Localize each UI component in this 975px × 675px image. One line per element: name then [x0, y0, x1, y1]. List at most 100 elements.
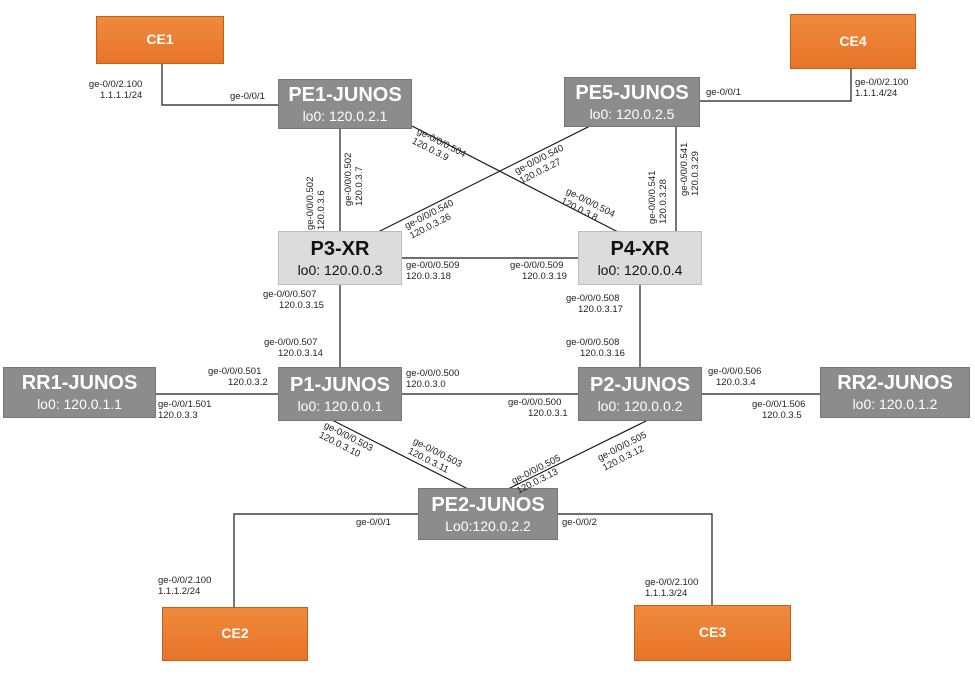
- ce3-interface-label: ge-0/0/2.100 1.1.1.3/24: [645, 577, 698, 600]
- pe1-p3-label-pe1-address: 120.0.3.7: [354, 166, 366, 206]
- rr1-p1-label-p1-address: 120.0.3.2: [228, 377, 268, 389]
- link-p1-pe2: [331, 419, 469, 490]
- pe5-ce4-label: ge-0/0/1: [706, 87, 741, 98]
- rr1-p1-label-rr1-interface: ge-0/0/1.501: [158, 399, 212, 410]
- p3-p1-label-p1-address: 120.0.3.14: [278, 348, 323, 360]
- ce3-node: CE3: [634, 605, 791, 661]
- pe5-p4-label-p4-address: 120.0.3.28: [658, 179, 670, 224]
- pe1-ce1-label: ge-0/0/1: [230, 91, 265, 102]
- p4-node: P4-XR lo0: 120.0.0.4: [578, 231, 702, 285]
- p2-loopback: lo0: 120.0.0.2: [597, 397, 683, 414]
- pe1-p3-label-pe1-interface: ge-0/0/0.502: [343, 152, 354, 206]
- p3-p4-label-p4-address: 120.0.3.19: [522, 271, 567, 283]
- ce2-interface-label: ge-0/0/2.100 1.1.1.2/24: [158, 575, 211, 598]
- p1-p2-label-p1-address: 120.0.3.0: [406, 379, 446, 391]
- p3-p4-label-p3-address: 120.0.3.18: [406, 271, 451, 283]
- pe1-node: PE1-JUNOS lo0: 120.0.2.1: [278, 79, 412, 129]
- rr1-loopback: lo0: 120.0.1.1: [37, 396, 122, 413]
- p3-loopback: lo0: 120.0.0.3: [297, 261, 383, 278]
- pe1-p3-label-p3: ge-0/0/0.502 120.0.3.6: [305, 177, 328, 230]
- p2-rr2-label-rr2: ge-0/0/1.506 120.0.3.5: [752, 399, 805, 422]
- ce4-ip: 1.1.1.4/24: [855, 88, 898, 100]
- rr2-name: RR2-JUNOS: [837, 372, 953, 395]
- pe2-loopback: Lo0:120.0.2.2: [445, 517, 531, 534]
- pe2-node: PE2-JUNOS Lo0:120.0.2.2: [418, 488, 558, 540]
- rr1-p1-label-rr1-address: 120.0.3.3: [158, 410, 198, 422]
- p1-loopback: lo0: 120.0.0.1: [297, 397, 383, 414]
- link-p2-pe2: [507, 419, 649, 490]
- p3-p1-label-p1-interface: ge-0/0/0.507: [264, 337, 318, 348]
- ce2-node: CE2: [162, 607, 308, 661]
- pe5-p4-label-pe5-interface: ge-0/0/0.541: [679, 142, 690, 196]
- p4-p2-label-p2: ge-0/0/0.508 120.0.3.16: [566, 337, 625, 360]
- pe2-ce3-label-interface: ge-0/0/2: [562, 517, 597, 528]
- ce3-interface-label-interface: ge-0/0/2.100: [645, 577, 699, 588]
- p4-p2-label-p4-address: 120.0.3.17: [578, 304, 623, 316]
- p2-rr2-label-rr2-address: 120.0.3.5: [762, 410, 802, 422]
- pe2-ce2-label: ge-0/0/1: [356, 517, 391, 528]
- pe1-ce1-label-interface: ge-0/0/1: [230, 91, 265, 102]
- p3-p4-label-p3: ge-0/0/0.509 120.0.3.18: [406, 260, 459, 283]
- p2-node: P2-JUNOS lo0: 120.0.0.2: [578, 367, 702, 421]
- p4-loopback: lo0: 120.0.0.4: [597, 261, 683, 278]
- ce4-if: ge-0/0/2.100: [855, 77, 909, 88]
- p2-name: P2-JUNOS: [589, 373, 691, 396]
- link-pe2-ce2: [233, 513, 418, 608]
- rr1-p1-label-p1-interface: ge-0/0/0.501: [208, 366, 262, 377]
- p3-p4-label-p4-interface: ge-0/0/0.509: [510, 260, 564, 271]
- rr1-name: RR1-JUNOS: [21, 372, 138, 395]
- ce4-node: CE4: [790, 14, 916, 69]
- p3-node: P3-XR lo0: 120.0.0.3: [278, 231, 402, 285]
- p1-name: P1-JUNOS: [289, 373, 391, 396]
- p1-node: P1-JUNOS lo0: 120.0.0.1: [278, 367, 402, 421]
- pe1-p3-label-pe1: ge-0/0/0.502 120.0.3.7: [343, 153, 366, 206]
- pe2-ce2-label-interface: ge-0/0/1: [356, 517, 391, 528]
- pe1-name: PE1-JUNOS: [288, 83, 402, 106]
- link-pe5-p3: [377, 125, 591, 233]
- pe2-ce3-label: ge-0/0/2: [562, 517, 597, 528]
- ce1-name: CE1: [146, 31, 174, 48]
- p4-p2-label-p4: ge-0/0/0.508 120.0.3.17: [566, 293, 623, 316]
- ce4-interface-label: ge-0/0/2.100 1.1.1.4/24: [855, 77, 908, 100]
- p3-p1-label-p1: ge-0/0/0.507 120.0.3.14: [264, 337, 323, 360]
- link-pe1-p4: [411, 125, 619, 233]
- pe5-p4-label-p4: ge-0/0/0.541 120.0.3.28: [647, 171, 670, 224]
- pe2-name: PE2-JUNOS: [431, 493, 545, 516]
- p1-p2-label-p2-interface: ge-0/0/0.500: [508, 397, 562, 408]
- pe5-p4-label-p4-interface: ge-0/0/0.541: [647, 170, 658, 224]
- p3-p1-label-p3-address: 120.0.3.15: [279, 300, 324, 312]
- rr2-node: RR2-JUNOS lo0: 120.0.1.2: [820, 367, 970, 418]
- p1-p2-label-p1: ge-0/0/0.500 120.0.3.0: [406, 368, 459, 391]
- ce1-if: ge-0/0/2.100: [88, 79, 143, 90]
- link-pe5-ce4: [700, 69, 852, 102]
- p3-name: P3-XR: [310, 237, 370, 260]
- pe1-p3-label-p3-interface: ge-0/0/0.502: [305, 176, 316, 230]
- p4-p2-label-p2-interface: ge-0/0/0.508: [566, 337, 620, 348]
- rr1-node: RR1-JUNOS lo0: 120.0.1.1: [3, 367, 156, 418]
- ce2-name: CE2: [221, 625, 249, 642]
- p3-p4-label-p4: ge-0/0/0.509 120.0.3.19: [510, 260, 567, 283]
- ce2-interface-label-interface: ge-0/0/2.100: [158, 575, 212, 586]
- pe5-node: PE5-JUNOS lo0: 120.0.2.5: [564, 77, 700, 127]
- p4-name: P4-XR: [610, 237, 670, 260]
- p2-rr2-label-p2-interface: ge-0/0/0.506: [708, 366, 762, 377]
- pe5-loopback: lo0: 120.0.2.5: [589, 105, 675, 122]
- p3-p1-label-p3-interface: ge-0/0/0.507: [263, 289, 317, 300]
- p1-p2-label-p2-address: 120.0.3.1: [528, 408, 568, 420]
- ce2-interface-label-address: 1.1.1.2/24: [158, 586, 201, 598]
- ce3-name: CE3: [698, 624, 727, 641]
- p1-p2-label-p1-interface: ge-0/0/0.500: [406, 368, 460, 379]
- p2-rr2-label-p2: ge-0/0/0.506 120.0.3.4: [708, 366, 761, 389]
- pe5-ce4-label-interface: ge-0/0/1: [706, 87, 741, 98]
- ce1-interface-label: ge-0/0/2.100 1.1.1.1/24: [86, 79, 142, 102]
- p3-p4-label-p3-interface: ge-0/0/0.509: [406, 260, 460, 271]
- p2-rr2-label-rr2-interface: ge-0/0/1.506: [752, 399, 806, 410]
- p1-p2-label-p2: ge-0/0/0.500 120.0.3.1: [508, 397, 568, 420]
- p3-p1-label-p3: ge-0/0/0.507 120.0.3.15: [263, 289, 324, 312]
- ce3-interface-label-address: 1.1.1.3/24: [645, 588, 688, 600]
- rr2-loopback: lo0: 120.0.1.2: [852, 396, 938, 413]
- ce4-name: CE4: [839, 32, 867, 49]
- pe1-loopback: lo0: 120.0.2.1: [302, 107, 388, 124]
